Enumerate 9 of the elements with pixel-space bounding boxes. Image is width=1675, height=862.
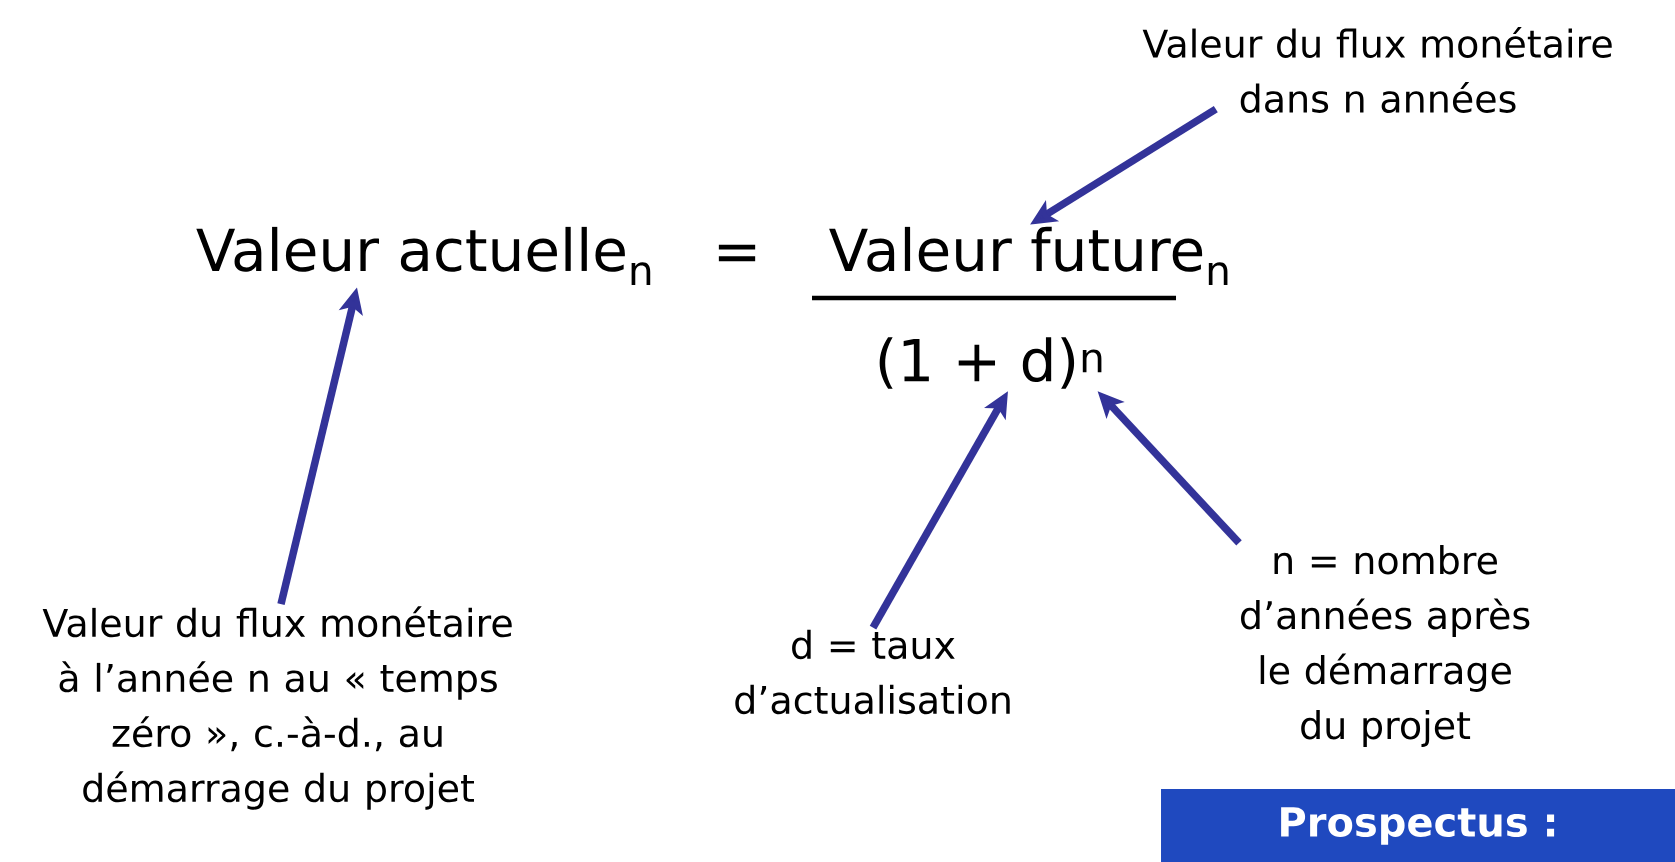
annotation-text: Valeur du flux monétaire dans n années <box>1142 27 1612 113</box>
formula-term: Valeur future$_{n}$ <box>829 226 1228 286</box>
annotation-text: d = taux d’actualisation <box>735 629 1010 715</box>
formula-term: (1 + d)$^{n}$ <box>879 337 1102 389</box>
formula-term: Valeur actuelle$_{n}$ <box>196 226 651 286</box>
equals-sign: = <box>718 244 756 262</box>
annotation-text: Valeur du flux monétaire à l’année n au « temps zéro », c.-à-d., au démarrage du projet <box>42 606 512 810</box>
title-banner: Prospectus : <box>1161 789 1675 862</box>
annotation-text: n = nombre d’années après le démarrage du projet <box>1241 545 1530 747</box>
